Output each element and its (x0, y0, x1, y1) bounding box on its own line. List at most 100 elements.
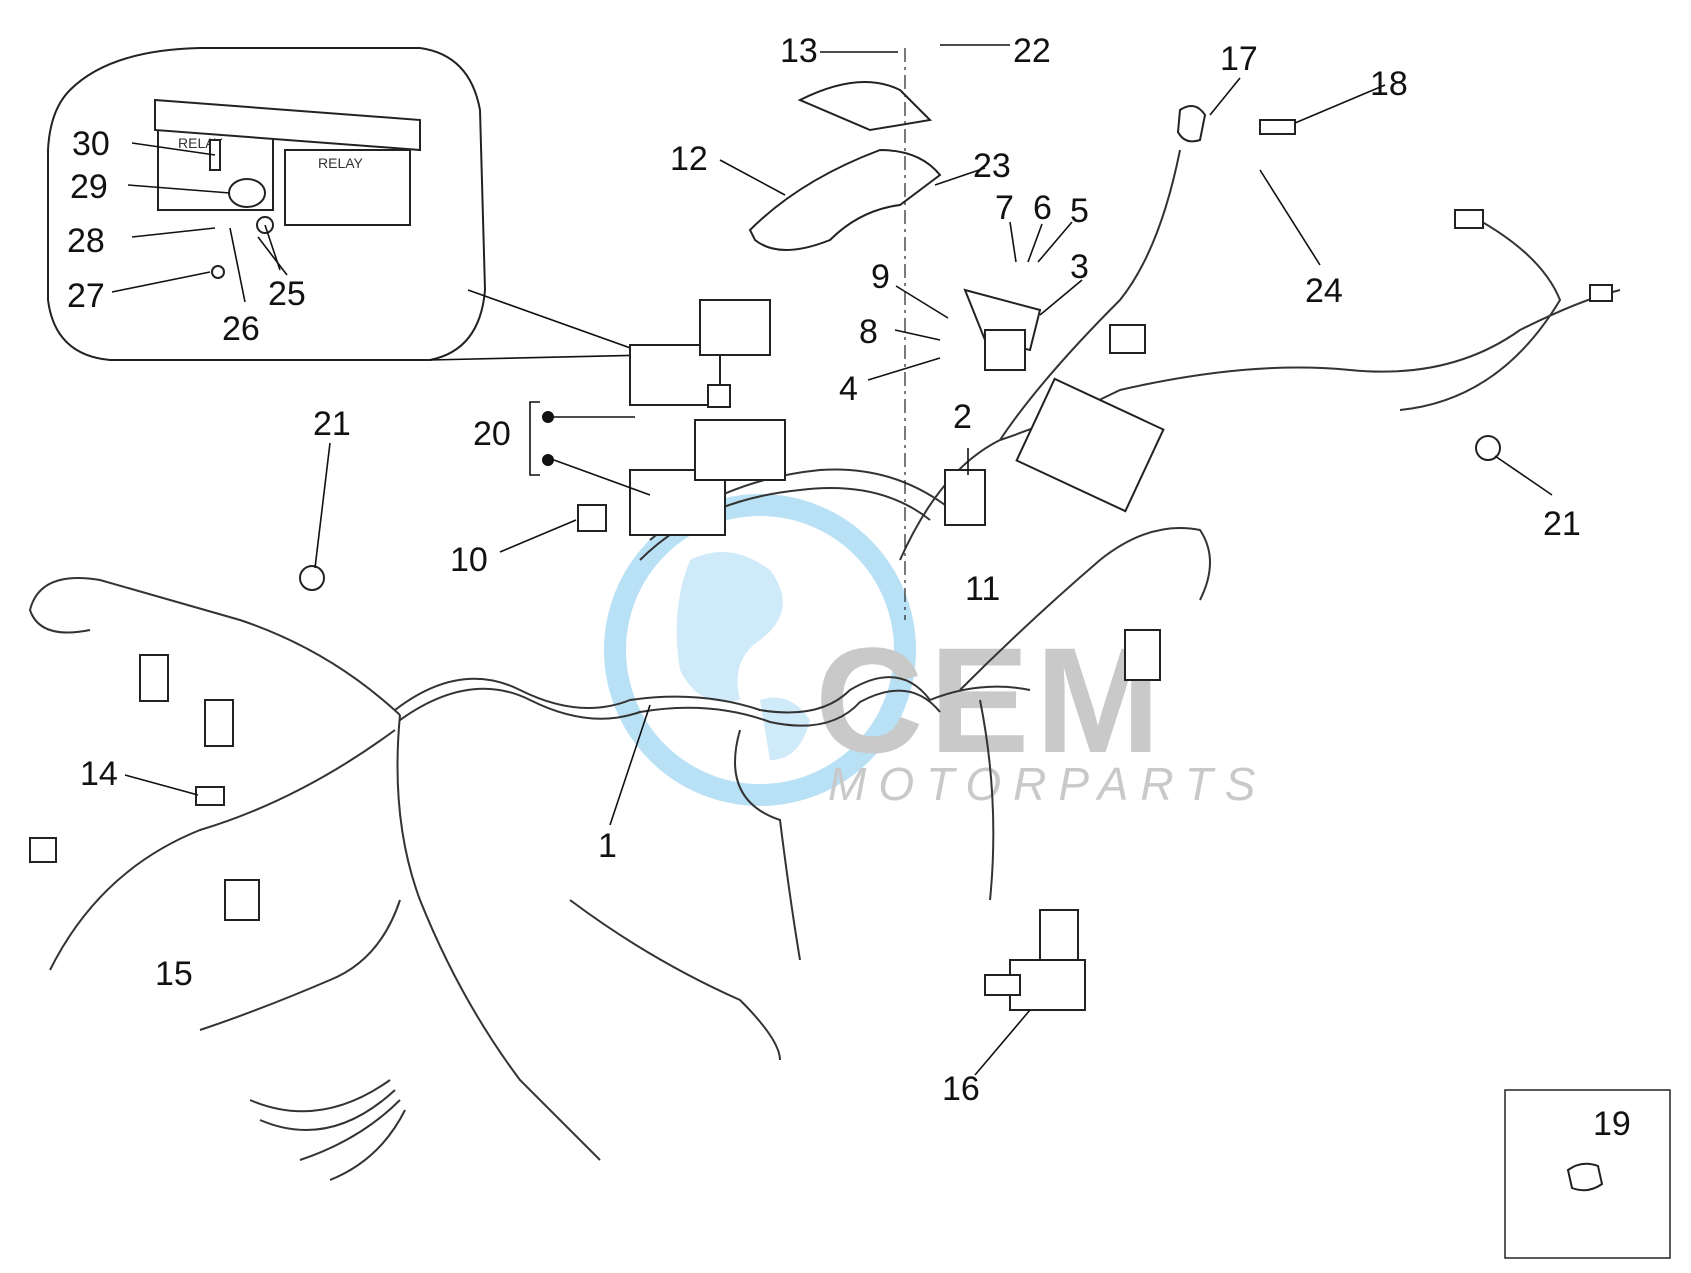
connector-front-a (139, 654, 169, 702)
inset-pointer-line-1 (467, 289, 651, 356)
inset-nut-27 (211, 265, 225, 279)
watermark: CEM MOTORPARTS (604, 494, 1267, 810)
clamp-21b (1475, 435, 1501, 461)
watermark-subtitle: MOTORPARTS (828, 758, 1267, 810)
leader-3 (1039, 279, 1083, 316)
leader-30 (131, 142, 216, 156)
ecu-unit (1015, 377, 1165, 513)
callout-16: 16 (942, 1070, 980, 1108)
watermark-globe-continents (676, 552, 810, 760)
harness-vertical-branch (734, 729, 801, 961)
leader-4 (867, 357, 941, 381)
fuse-box-16 (1009, 959, 1086, 1011)
leader-29 (127, 184, 231, 194)
harness-left-lower (49, 729, 396, 971)
dot-20a (542, 411, 554, 423)
inset-connector-29 (228, 178, 266, 208)
terminal-18 (1259, 119, 1296, 135)
harness-lower-left-2 (199, 899, 401, 1031)
callout-8: 8 (859, 313, 878, 351)
leader-1 (609, 704, 651, 826)
callout-18: 18 (1370, 65, 1408, 103)
callout-5: 5 (1070, 192, 1089, 230)
sensor-15 (224, 879, 260, 921)
watermark-globe (604, 494, 916, 806)
leader-21b (1494, 455, 1553, 496)
leader-20b (553, 459, 651, 496)
leader-7 (1009, 221, 1017, 263)
callout-21-left: 21 (313, 405, 351, 443)
callout-10: 10 (450, 541, 488, 579)
leader-27 (111, 271, 211, 293)
inset-relay-housing-right (284, 149, 411, 226)
relay-small (707, 384, 731, 408)
leader-10 (499, 519, 577, 553)
cover-12 (748, 148, 942, 251)
connector-2 (944, 469, 986, 526)
clamp-21a (299, 565, 325, 591)
leader-17 (1209, 77, 1241, 116)
harness-left-branch (28, 577, 401, 716)
callout-21-right: 21 (1543, 505, 1581, 543)
callout-4: 4 (839, 370, 858, 408)
leader-23 (934, 167, 986, 186)
harness-lower-right (979, 699, 995, 901)
callout-23: 23 (973, 147, 1011, 185)
callout-28: 28 (67, 222, 105, 260)
callout-labels: 1 2 3 4 5 6 7 8 9 10 11 12 13 14 15 16 1… (67, 32, 1631, 1143)
leader-16 (974, 1009, 1031, 1076)
main-harness (28, 149, 1621, 1181)
callout-2: 2 (953, 398, 972, 436)
leader-9 (895, 285, 949, 319)
connector-top-right (1109, 324, 1146, 354)
harness-trunk (394, 676, 1031, 714)
leader-lines (111, 44, 1553, 1076)
harness-fan-wires (249, 1079, 406, 1181)
dot-20b (542, 454, 554, 466)
callout-25: 25 (268, 275, 306, 313)
leader-28 (131, 227, 216, 238)
callout-11: 11 (965, 570, 1000, 608)
callout-17: 17 (1220, 40, 1258, 78)
leader-18 (1294, 84, 1386, 124)
harness-trunk-2 (399, 687, 941, 727)
callout-13: 13 (780, 32, 818, 70)
relay-box-20d (694, 419, 786, 481)
leader-25a (257, 236, 288, 276)
callout-24: 24 (1305, 272, 1343, 310)
callout-29: 29 (70, 168, 108, 206)
callout-12: 12 (670, 140, 708, 178)
callout-20: 20 (473, 415, 511, 453)
harness-left-down (396, 714, 601, 1161)
inset-bracket (154, 98, 421, 152)
relay-20b (699, 299, 771, 356)
box-19 (1504, 1089, 1671, 1259)
inset-pointer-line-2 (429, 354, 651, 361)
bracket-3b (984, 329, 1026, 371)
connector-11 (1124, 629, 1161, 681)
callout-7: 7 (995, 189, 1014, 227)
battery-cable-17 (1176, 105, 1207, 143)
callout-30: 30 (72, 125, 110, 163)
cover-12-top (797, 81, 933, 132)
leader-5 (1037, 221, 1073, 263)
callout-3: 3 (1070, 248, 1089, 286)
parts (29, 81, 1613, 1011)
callout-14: 14 (80, 755, 118, 793)
harness-right-wire (1399, 209, 1562, 411)
part-19 (1566, 1162, 1604, 1192)
connector-lamp (1039, 909, 1079, 961)
relay-10 (577, 504, 607, 532)
watermark-brand: CEM (815, 616, 1166, 784)
leader-25b (264, 224, 281, 271)
connector-front-b (204, 699, 234, 747)
boot-16 (984, 974, 1021, 996)
leader-8 (894, 329, 941, 341)
connector-far-right-2 (1589, 284, 1613, 302)
inset-relay-label-right: RELAY (318, 155, 364, 171)
bracket-20 (529, 401, 540, 476)
connector-left (29, 837, 57, 863)
callout-19: 19 (1593, 1105, 1631, 1143)
leader-6 (1027, 223, 1043, 263)
